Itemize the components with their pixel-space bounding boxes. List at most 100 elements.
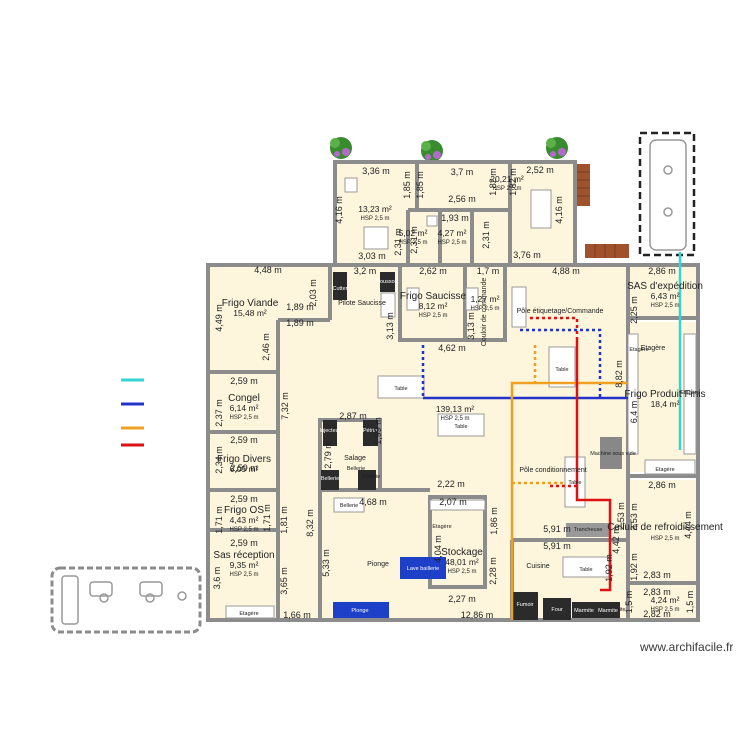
equipment-bellerie — [358, 470, 376, 490]
dimension-label: 7,32 m — [280, 392, 290, 420]
zone-label: Pionge — [367, 561, 389, 568]
room-name: Cellule de refroidissement — [607, 522, 723, 533]
dimension-label: 3,36 m — [362, 166, 390, 176]
dimension-label: 3,03 m — [358, 251, 386, 261]
dimension-label: 4,04 m — [433, 535, 443, 563]
zone-label: Pôle conditionnement — [519, 467, 586, 474]
dimension-label: 2,59 m — [230, 463, 258, 473]
room-hsp: HSP 2,5 m — [471, 306, 500, 312]
equipment-label: Four — [551, 607, 562, 613]
dimension-label: 2,59 m — [230, 494, 258, 504]
room-hsp: HSP 2,5 m — [399, 240, 428, 246]
room-name: Frigo Saucisse — [400, 291, 467, 302]
room-hsp: HSP 2,5 m — [441, 416, 470, 422]
room-name: SAS d'expédition — [627, 281, 703, 292]
table — [548, 346, 576, 388]
room-name: Frigo Produit Finis — [624, 389, 705, 400]
bench-shelf — [406, 287, 420, 311]
room-name: Congel — [228, 393, 260, 404]
dimension-label: 1,71 m — [262, 504, 272, 532]
bench-shelf — [511, 286, 527, 328]
sink — [426, 215, 438, 227]
machine-sous-vide — [600, 437, 622, 469]
equipment-label: Injecteur — [319, 428, 340, 434]
dimension-label: 1,89 m — [286, 318, 314, 328]
dimension-label: 4,44 m — [683, 511, 693, 539]
room-hsp: HSP 2,5 m — [230, 527, 259, 533]
room-area: 9,35 m² — [230, 560, 259, 570]
furniture-label: Bellerie — [347, 466, 365, 472]
dimension-label: 8,82 m — [614, 360, 624, 388]
equipment-label: Lave baillerie — [407, 566, 439, 572]
flow-orange-dotted — [512, 345, 565, 485]
table — [437, 413, 485, 437]
dimension-label: 2,83 m — [643, 570, 671, 580]
equipment-marmite — [596, 602, 620, 618]
equipment-injecteur — [323, 420, 337, 446]
dimension-label: 4,16 m — [334, 196, 344, 224]
room-area: 8,12 m² — [419, 301, 448, 311]
dimension-label: 1,66 m — [283, 610, 311, 620]
dimension-label: 2,28 m — [488, 557, 498, 585]
room-area: 5,02 m² — [399, 228, 428, 238]
shelf — [627, 333, 639, 455]
tree-icon — [421, 140, 443, 162]
dimension-label: 2,31 m — [409, 226, 419, 254]
equipment-lave-baillerie — [400, 557, 446, 579]
dimension-label: 5,91 m — [543, 541, 571, 551]
furniture-label: Table — [568, 480, 581, 486]
dimension-label: 2,07 m — [439, 497, 467, 507]
bellerie — [333, 497, 365, 513]
dimension-label: 1,5 m — [624, 591, 634, 614]
dimension-label: 1,99 m — [373, 417, 383, 445]
watermark: www.archifacile.fr — [640, 640, 734, 654]
dimension-label: 1,81 m — [279, 506, 289, 534]
flow-orange — [510, 381, 628, 620]
furniture-label: Mamaite — [604, 607, 625, 613]
furniture-label: Bellerie — [362, 474, 380, 480]
room-area: 13,23 m² — [358, 204, 392, 214]
dimension-label: 2,25 m — [629, 296, 639, 324]
furniture-label: Trancheuse — [574, 527, 603, 533]
trees — [330, 137, 568, 162]
dimension-label: 2,82 m — [643, 609, 671, 619]
room-name: Sas réception — [213, 550, 274, 561]
equipment-bellerie — [321, 470, 339, 490]
delivery-truck-right — [638, 131, 696, 257]
dimension-label: 2,37 m — [214, 399, 224, 427]
equipment-label: Poussoir — [376, 279, 398, 285]
flow-blue-dotted — [421, 328, 602, 398]
room-hsp: HSP 2,5 m — [651, 303, 680, 309]
delivery-truck-left — [50, 566, 202, 634]
room-area: 1,27 m² — [471, 294, 500, 304]
dimension-label: 2,86 m — [648, 266, 676, 276]
dimension-label: 12,86 m — [461, 610, 494, 620]
dimension-label: 6,4 m — [629, 401, 639, 424]
room-area: 4,24 m² — [651, 595, 680, 605]
room-hsp: HSP 2,5 m — [493, 186, 522, 192]
flow-red-dotted — [530, 316, 579, 488]
dimension-label: 2,31 m — [481, 221, 491, 249]
dimension-label: 2,59 m — [230, 435, 258, 445]
dimension-label: 1,82 m — [488, 168, 498, 196]
dimension-label: 3,2 m — [354, 266, 377, 276]
dimension-label: 4,16 m — [554, 196, 564, 224]
dimension-label: 2,53 m — [629, 503, 639, 531]
furniture-label: Bellerie — [340, 503, 358, 509]
dimension-label: 1,92 m — [629, 553, 639, 581]
desk — [363, 226, 389, 250]
dimension-label: 3,65 m — [279, 567, 289, 595]
dimension-label: 1,7 m — [477, 266, 500, 276]
bench-shelf — [465, 287, 479, 311]
dimension-label: 2,56 m — [448, 194, 476, 204]
furniture-label: Machine sous vide — [590, 451, 636, 457]
dimension-label: 1,85 m — [402, 171, 412, 199]
room-hsp: HSP 2,5 m — [448, 569, 477, 575]
zone-label: Pôle étiquetage/Commande — [517, 308, 604, 315]
dimension-label: 2,22 m — [437, 479, 465, 489]
dimension-label: 2,52 m — [526, 165, 554, 175]
zone-label: Couloir de commande — [481, 278, 488, 347]
shelf — [225, 605, 275, 619]
furniture-label: Table — [454, 424, 467, 430]
flow-lines — [421, 252, 682, 620]
